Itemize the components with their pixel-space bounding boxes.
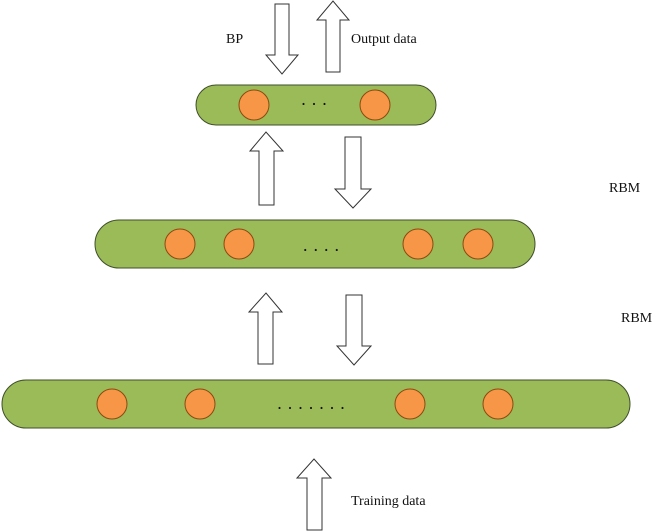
output-ellipsis: · · · — [301, 94, 328, 114]
bp-down-arrow — [264, 3, 300, 75]
hidden-unit — [223, 228, 255, 260]
input-unit — [184, 388, 216, 420]
upper-down-arrow — [333, 136, 373, 209]
output-up-arrow — [315, 0, 351, 73]
input-unit — [482, 388, 514, 420]
input-ellipsis: · · · · · · · — [277, 398, 346, 418]
input-layer: · · · · · · · — [1, 379, 631, 429]
training-up-arrow — [295, 458, 333, 531]
rbm-upper-label: RBM — [609, 181, 641, 196]
output-unit — [238, 89, 270, 121]
training-data-label: Training data — [351, 494, 426, 509]
lower-down-arrow — [335, 294, 373, 366]
hidden-unit — [462, 228, 494, 260]
lower-up-arrow — [247, 292, 284, 365]
output-data-label: Output data — [351, 32, 417, 47]
hidden-unit — [402, 228, 434, 260]
hidden-ellipsis: · · · · — [302, 240, 339, 260]
upper-up-arrow — [248, 131, 285, 206]
bp-label: BP — [226, 32, 244, 47]
rbm-lower-label: RBM — [621, 311, 653, 326]
output-unit — [359, 89, 391, 121]
input-unit — [394, 388, 426, 420]
input-unit — [96, 388, 128, 420]
output-layer: · · · — [195, 84, 437, 126]
hidden-layer: · · · · — [94, 219, 536, 269]
input-layer-bar — [1, 379, 631, 429]
hidden-unit — [164, 228, 196, 260]
